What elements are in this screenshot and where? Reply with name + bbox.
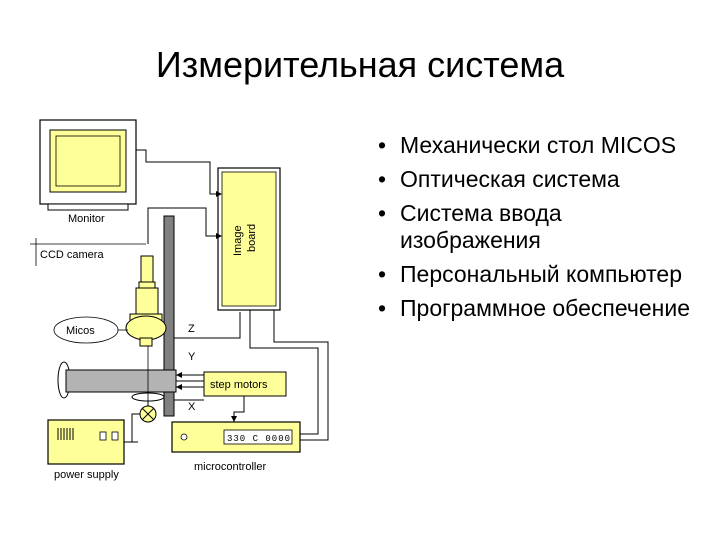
monitor-label: Monitor [68, 213, 105, 225]
ccd-camera [125, 255, 167, 347]
bullet-item: Оптическая система [378, 166, 708, 193]
power-supply-label: power supply [54, 469, 119, 481]
bullet-item: Персональный компьютер [378, 261, 708, 288]
axis-z-label: Z [188, 323, 195, 335]
microcontroller [171, 421, 301, 453]
power-supply [47, 419, 125, 465]
micos-label: Micos [66, 325, 95, 337]
image-board-label-2: board [246, 224, 258, 252]
axis-y-label: Y [188, 351, 196, 363]
monitor [39, 119, 137, 211]
bullet-list: Механически стол MICOS Оптическая систем… [378, 132, 708, 329]
ccd-camera-label: CCD camera [40, 249, 104, 261]
slide-title: Измерительная система [155, 44, 565, 85]
step-motors-box [203, 371, 287, 397]
image-board [217, 167, 281, 311]
xy-stage [57, 346, 177, 406]
bullet-item: Система ввода изображения [378, 200, 708, 254]
measurement-system-diagram: Monitor Image board CCD camera Micos Z Y… [30, 119, 329, 481]
microcontroller-display: 330 C 0000 [227, 434, 291, 444]
axis-x-label: X [188, 401, 196, 413]
microcontroller-label: microcontroller [194, 461, 266, 473]
z-axis-column [163, 215, 175, 417]
step-motors-label: step motors [210, 379, 268, 391]
image-board-label-1: Image [232, 225, 244, 256]
bullet-item: Программное обеспечение [378, 295, 708, 322]
bullet-item: Механически стол MICOS [378, 132, 708, 159]
lamp-icon [139, 401, 157, 423]
